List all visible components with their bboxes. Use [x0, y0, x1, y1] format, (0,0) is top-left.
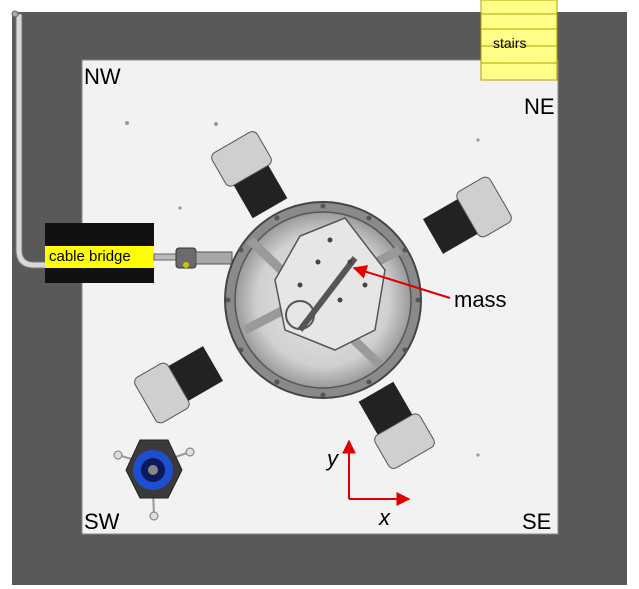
mass-arrow	[352, 265, 451, 299]
pump-icon	[113, 439, 195, 521]
chamber-icon	[134, 131, 512, 469]
cable-bridge-label: cable bridge	[49, 248, 131, 265]
cable-anchor	[11, 10, 19, 18]
stairs	[480, 0, 558, 81]
flange-bolts	[225, 203, 421, 398]
mass-label: mass	[454, 287, 507, 312]
corner-label-sw: SW	[84, 509, 120, 534]
corner-label-ne: NE	[524, 94, 555, 119]
stairs-label: stairs	[493, 35, 527, 51]
feedthrough-icon	[153, 247, 233, 269]
floor-bolts	[125, 121, 480, 457]
y-axis-label: y	[327, 446, 338, 471]
cable-bridge-label-bg	[45, 246, 154, 268]
corner-label-nw: NW	[84, 64, 121, 89]
x-axis-label: x	[379, 505, 390, 530]
corner-label-se: SE	[522, 509, 552, 534]
